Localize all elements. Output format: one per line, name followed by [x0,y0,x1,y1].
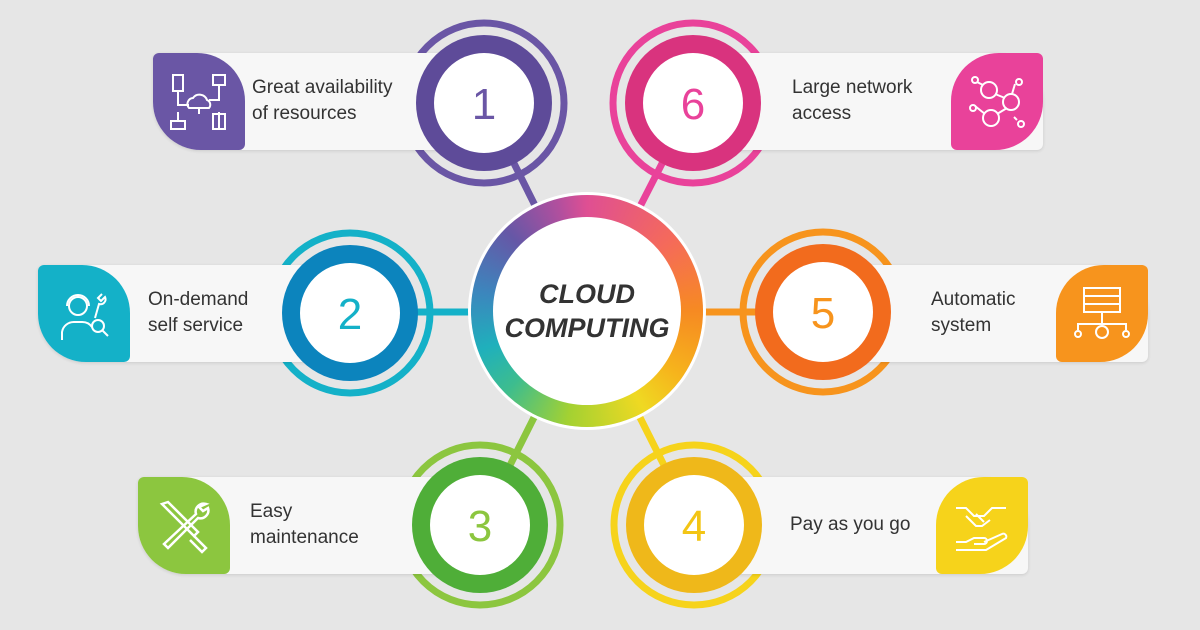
svg-text:5: 5 [811,289,835,338]
support-agent-icon [38,265,130,362]
svg-text:6: 6 [681,80,705,129]
number-badge-5: 5 [755,244,891,380]
network-cloud-icon [153,53,245,150]
people-network-icon [951,53,1043,150]
number-badge-1: 1 [416,35,552,171]
number-badge-4: 4 [626,457,762,593]
feature-label-4: Pay as you go [790,514,911,535]
tools-icon [138,477,230,574]
center-hub: CLOUD COMPUTING [471,195,703,427]
handshake-icon [936,477,1028,574]
center-title: CLOUD COMPUTING [493,217,681,405]
number-badge-3: 3 [412,457,548,593]
svg-text:1: 1 [472,80,496,129]
title-line-2: COMPUTING [504,313,670,343]
server-gear-icon [1056,265,1148,362]
svg-text:4: 4 [682,502,706,551]
title-line-1: CLOUD [539,279,635,309]
number-badge-2: 2 [282,245,418,381]
svg-text:2: 2 [338,290,362,339]
svg-text:3: 3 [468,502,492,551]
number-badge-6: 6 [625,35,761,171]
